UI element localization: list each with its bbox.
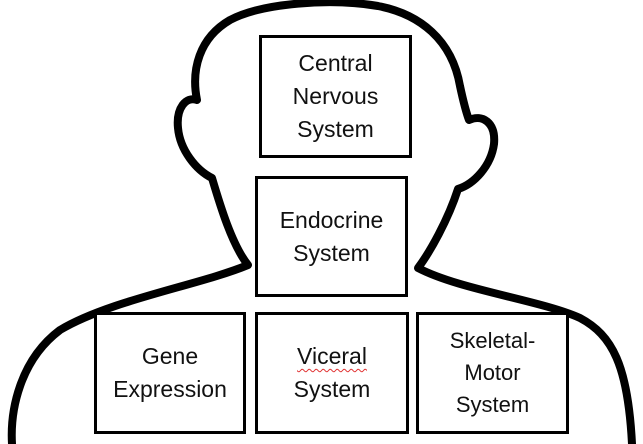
visceral-system-line-1: Viceral <box>297 340 367 373</box>
skeletal-motor-system-line-2: Motor <box>464 357 520 389</box>
endocrine-system-box: Endocrine System <box>255 176 408 297</box>
visceral-system-line-2: System <box>294 373 371 406</box>
central-nervous-system-line-2: Nervous <box>293 80 379 113</box>
skeletal-motor-system-line-1: Skeletal- <box>450 325 536 357</box>
gene-expression-box: Gene Expression <box>94 312 246 434</box>
central-nervous-system-line-1: Central <box>298 47 372 80</box>
skeletal-motor-system-box: Skeletal- Motor System <box>416 312 569 434</box>
visceral-system-box: Viceral System <box>255 312 409 434</box>
endocrine-system-line-1: Endocrine <box>280 204 384 237</box>
skeletal-motor-system-line-3: System <box>456 389 529 421</box>
central-nervous-system-line-3: System <box>297 113 374 146</box>
gene-expression-line-1: Gene <box>142 340 198 373</box>
central-nervous-system-box: Central Nervous System <box>259 35 412 158</box>
endocrine-system-line-2: System <box>293 237 370 270</box>
gene-expression-line-2: Expression <box>113 373 227 406</box>
